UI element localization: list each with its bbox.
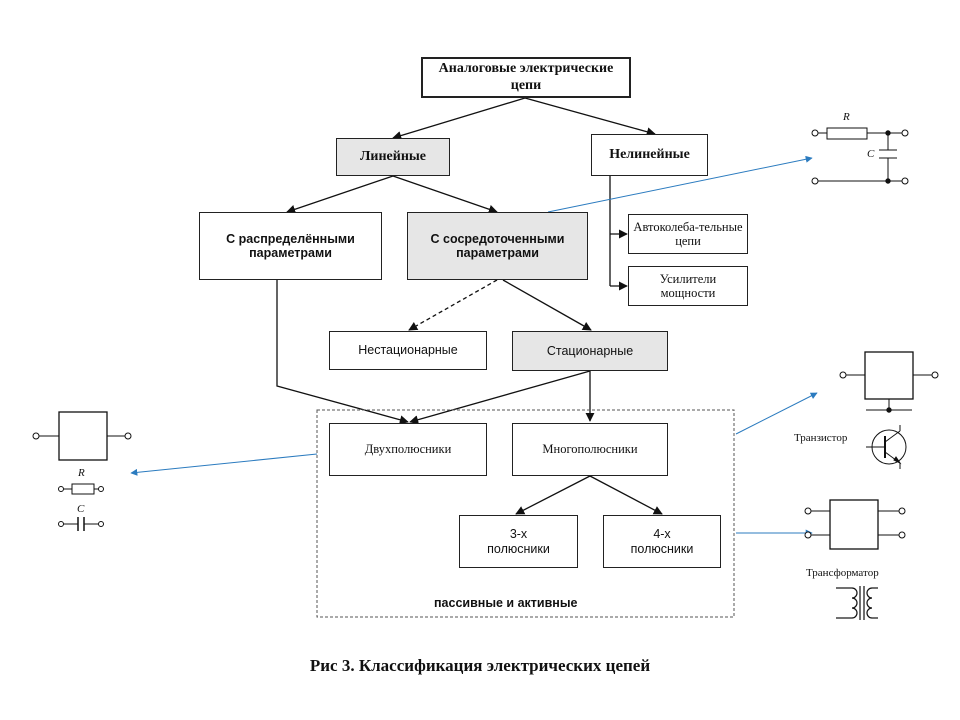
resistor-r-label: R: [78, 467, 85, 479]
four-terminal-block-icon: [804, 499, 906, 550]
linear-label: Линейные: [359, 148, 427, 164]
transformer-icon: [836, 586, 878, 620]
transistor-icon: [866, 425, 907, 469]
distributed-label: С распределёнными параметрами: [226, 231, 355, 260]
root-box: Аналоговые электрические цепи: [421, 57, 631, 98]
arrow-multi-four: [589, 475, 663, 515]
amplifiers-label: Усилители мощности: [659, 271, 717, 300]
arrow-linear-lumped: [392, 175, 498, 214]
passive-active-label: пассивные и активные: [434, 596, 578, 610]
nonlinear-label: Нелинейные: [609, 146, 690, 162]
transformer-label: Трансформатор: [806, 567, 879, 579]
four-terminal-label: 4-х полюсники: [630, 527, 694, 556]
arrow-linear-distributed: [286, 175, 394, 214]
lumped-label: С сосредоточенными параметрами: [430, 231, 565, 260]
three-terminal-label: 3-х полюсники: [487, 527, 550, 556]
blue-arrow-frame-transistor: [735, 392, 818, 435]
blue-arrow-lumped-rc: [547, 155, 813, 213]
lumped-box: С сосредоточенными параметрами: [407, 212, 588, 280]
passive-active-frame: [316, 409, 735, 618]
rc-r-label: R: [843, 111, 850, 123]
nonlinear-box: Нелинейные: [591, 134, 708, 176]
nonstationary-box: Нестационарные: [329, 331, 487, 370]
three-terminal-block-icon: [839, 351, 939, 413]
three-terminal-box: 3-х полюсники: [459, 515, 578, 568]
nonstationary-label: Нестационарные: [358, 343, 458, 358]
two-terminal-block-icon: [32, 411, 132, 461]
four-terminal-box: 4-х полюсники: [603, 515, 721, 568]
resistor-icon: [58, 483, 104, 495]
transistor-label: Транзистор: [794, 432, 848, 444]
distributed-box: С распределёнными параметрами: [199, 212, 382, 280]
blue-arrow-twoterminal-left: [130, 453, 318, 476]
arrow-lumped-nonstationary: [408, 279, 498, 331]
stationary-label: Стационарные: [546, 343, 634, 358]
two-terminal-label: Двухполюсники: [364, 442, 452, 457]
arrow-multi-three: [515, 475, 591, 515]
arrow-root-nonlinear: [524, 97, 656, 137]
root-label: Аналоговые электрические цепи: [438, 61, 614, 93]
rc-c-label: C: [867, 148, 875, 160]
multi-terminal-label: Многополюсники: [542, 442, 638, 457]
amplifiers-box: Усилители мощности: [628, 266, 748, 306]
arrow-lumped-stationary: [502, 279, 592, 331]
capacitor-c-label: C: [77, 503, 85, 515]
autoosc-box: Автоколеба-тельные цепи: [628, 214, 748, 254]
capacitor-icon: [58, 517, 104, 531]
rc-circuit-icon: [811, 127, 909, 185]
arrow-root-linear: [392, 97, 526, 140]
stationary-box: Стационарные: [512, 331, 668, 371]
arrow-stationary-twoterminal: [409, 370, 591, 425]
linear-box: Линейные: [336, 138, 450, 176]
autoosc-label: Автоколеба-тельные цепи: [633, 219, 743, 248]
multi-terminal-box: Многополюсники: [512, 423, 668, 476]
two-terminal-box: Двухполюсники: [329, 423, 487, 476]
figure-caption: Рис 3. Классификация электрических цепей: [309, 656, 651, 675]
